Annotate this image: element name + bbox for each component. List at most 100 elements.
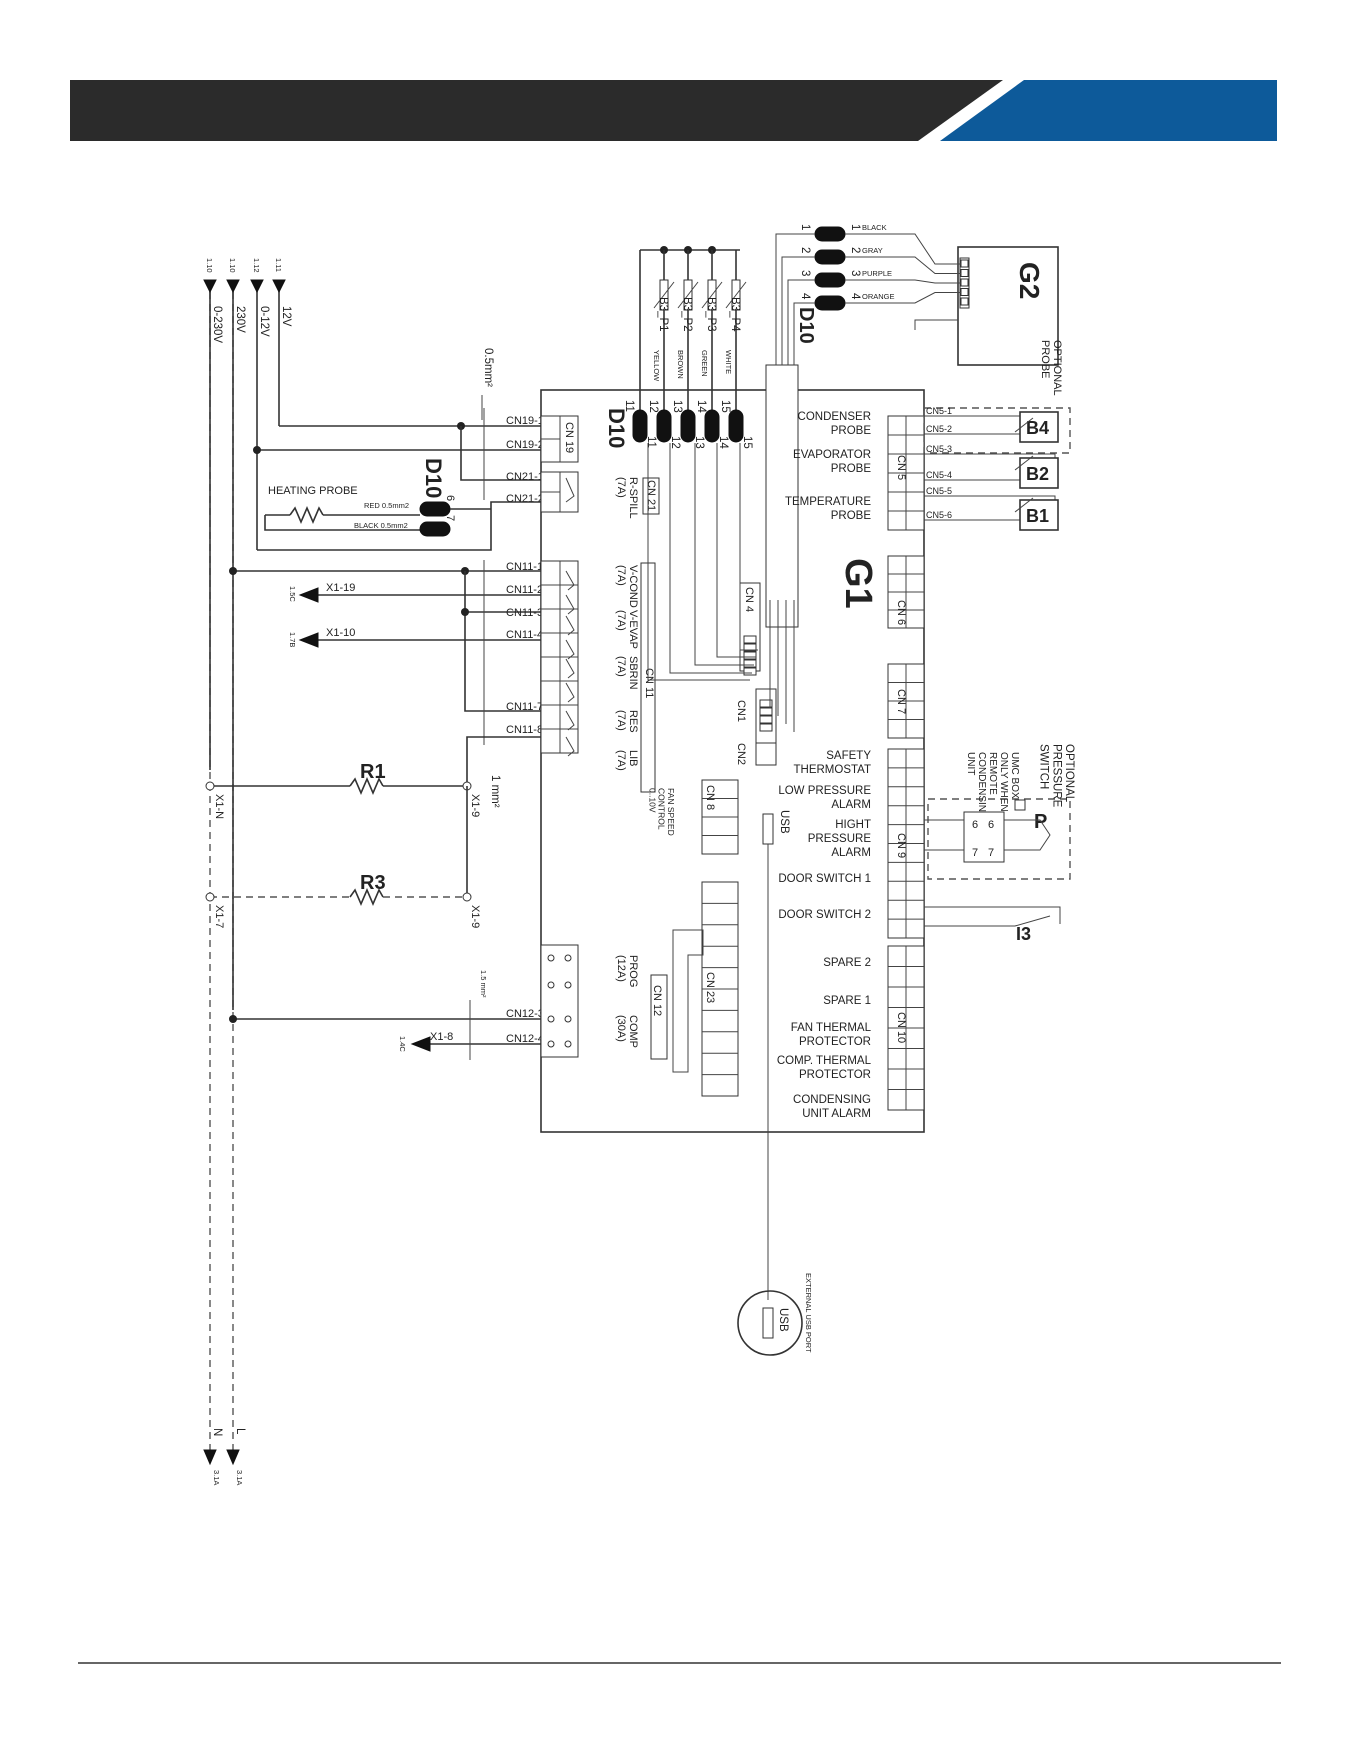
terminal-label: CN5-4 [926,470,952,480]
pin-label: 13 [693,436,705,449]
connector-name: CN 5 [895,455,907,480]
connector-plug-icon [656,409,672,443]
arrow-icon [272,279,286,294]
line-ref: 3.1A [235,1470,244,1485]
relay-label: SBRIN(7A) [615,656,639,690]
terminal-label: CN11-3 [506,607,543,619]
probe-name: B4 [1026,418,1049,438]
input-label: FAN THERMAL [791,1022,872,1034]
pressure-optional: OPTIONALPRESSURESWITCH [1038,744,1075,808]
connector-plug-icon [704,409,720,443]
probe-name: B3_P1 [657,297,669,332]
input-label: CONDENSER [798,411,871,423]
pin-label: 6 [444,495,456,501]
connector-plug-icon [814,272,846,288]
input-label: ALARM [831,799,871,811]
relay-contact-icon [565,658,575,679]
supply-ref: 1.10 [228,258,237,273]
door-switch-i3: I3 [924,906,1061,944]
input-label: SPARE 2 [823,957,871,969]
pin-label: 11 [623,400,635,412]
connector-label: D10 [421,458,446,498]
pin-label: 2 [799,247,811,253]
input-label: LOW PRESSURE [778,785,871,797]
terminal-label: CN5-5 [926,486,952,496]
pin-label: 12 [669,436,681,449]
connector-plug-icon [419,521,451,537]
input-label: DOOR SWITCH 2 [778,909,871,921]
right-labels: CONDENSERPROBEEVAPORATORPROBETEMPERATURE… [777,411,872,1120]
connector-name: CN 23 [704,972,716,1003]
input-label: EVAPORATOR [793,449,871,461]
supply-lines: 1.10 1.10 1.12 1.11 0-230V 230V 0-12V 12… [203,258,292,1485]
wire-color: WHITE [724,350,733,374]
terminal-label: CN5-2 [926,424,952,434]
connector-name: CN 19 [563,422,575,453]
pin-label: 7 [444,515,456,521]
relay-contact-icon [565,594,575,615]
connector-label: D10 [604,408,629,448]
fan-speed-label: FAN SPEEDCONTROL0..10V [647,788,676,836]
terminal-label: CN5-3 [926,444,952,454]
input-label: PROTECTOR [799,1069,871,1081]
terminal-label: CN12-4 [506,1033,544,1045]
input-label: DOOR SWITCH 1 [778,873,871,885]
pin-label: 1 [849,224,861,230]
connector-plug-icon [814,226,846,242]
pin-label: 11 [645,436,657,448]
pin-label: 15 [741,436,753,449]
probe-name: B3_P3 [705,297,717,332]
g2-optional-label: OPTIONALPROBE [1039,340,1063,396]
resistor-icon [349,776,384,796]
resistor-name: R1 [360,761,386,783]
connector-plug-icon [419,501,451,517]
connector-name: CN 11 [643,668,655,698]
terminal-label: CN12-3 [506,1008,544,1020]
arrow-icon [298,632,319,648]
pin-label: 14 [695,400,707,413]
probe-name: B3_P4 [729,297,741,332]
connector-label: D10 [795,307,817,344]
arrow-icon [226,1449,240,1466]
wire-color: ORANGE [862,292,895,301]
probe-name: B1 [1026,506,1049,526]
pin-label: 7 [972,847,978,859]
pin-label: 6 [972,819,978,831]
terminal-label: CN21-2 [506,493,544,505]
pin-label: 15 [719,400,731,413]
resistor-icon [349,887,384,907]
relay-contact-icon [565,736,575,757]
input-label: PROBE [831,510,872,522]
pin-label: 4 [799,293,811,300]
terminal-label: CN11-2 [506,584,543,596]
arrow-icon [298,587,319,603]
relay-label: V-EVAP(7A) [615,610,639,649]
arrow-icon [203,279,217,294]
connector-name: CN 4 [743,587,755,612]
terminal-x: X1-7 [213,905,225,928]
supply-ref: 1.10 [205,258,214,273]
terminal-x: X1-9 [469,794,481,817]
connector-plug-icon [814,249,846,265]
pin-label: 3 [799,270,811,276]
external-usb-port: USB EXTERNAL USB PORT [737,1273,813,1356]
supply-ref: 1.11 [274,258,283,272]
input-label: PROTECTOR [799,1036,871,1048]
input-label: UNIT ALARM [802,1108,871,1120]
relay-contact-icon [565,615,575,636]
relay-contact-icon [565,477,575,503]
terminal-x: X1-N [213,794,225,819]
top-probes: B3_P1YELLOWB3_P2BROWNB3_P3GREENB3_P4WHIT… [604,246,753,449]
resistor-name: R3 [360,872,386,894]
wire-color: BROWN [676,350,685,379]
board-g1: G1 CN 19 CN 21 R-SPILL(7A) CN 11 V-COND(… [540,364,925,1300]
wire-color: YELLOW [652,350,661,382]
terminal-label: CN5-6 [926,510,952,520]
pin-label: 6 [988,819,994,831]
connector-plug-icon [680,409,696,443]
connector-plug-icon [728,409,744,443]
connector-plug-icon [632,409,648,443]
